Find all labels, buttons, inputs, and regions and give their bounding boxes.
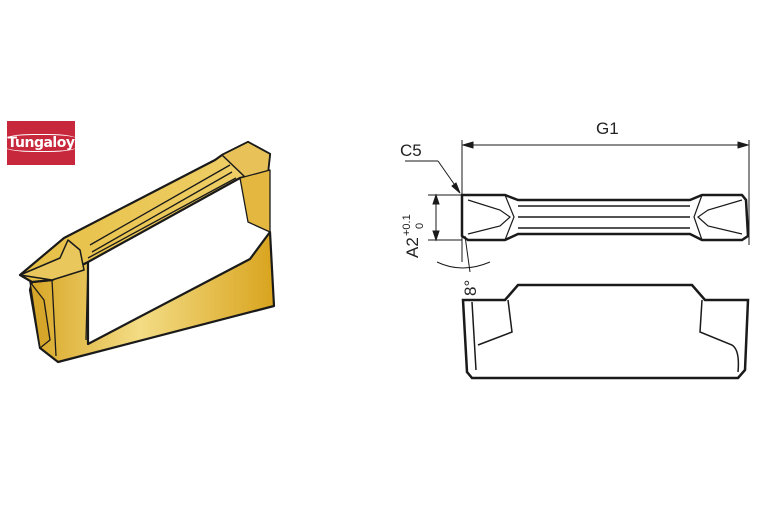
label-tolerance-upper: +0.1 bbox=[401, 214, 413, 236]
side-view-drawing bbox=[461, 283, 750, 380]
label-angle: 8° bbox=[461, 280, 480, 296]
insert-3d-illustration bbox=[18, 140, 276, 364]
top-view-drawing bbox=[405, 140, 750, 273]
tungaloy-logo: Tungaloy bbox=[3, 121, 79, 165]
logo-text: Tungaloy bbox=[3, 134, 79, 152]
label-a2: A2 bbox=[403, 237, 422, 258]
label-angle-group: 8° bbox=[461, 280, 480, 296]
label-a2-group: A2 +0.1 0 bbox=[401, 214, 426, 258]
label-c5: C5 bbox=[400, 141, 422, 160]
label-tolerance-lower: 0 bbox=[414, 223, 426, 229]
label-g1: G1 bbox=[596, 119, 619, 138]
